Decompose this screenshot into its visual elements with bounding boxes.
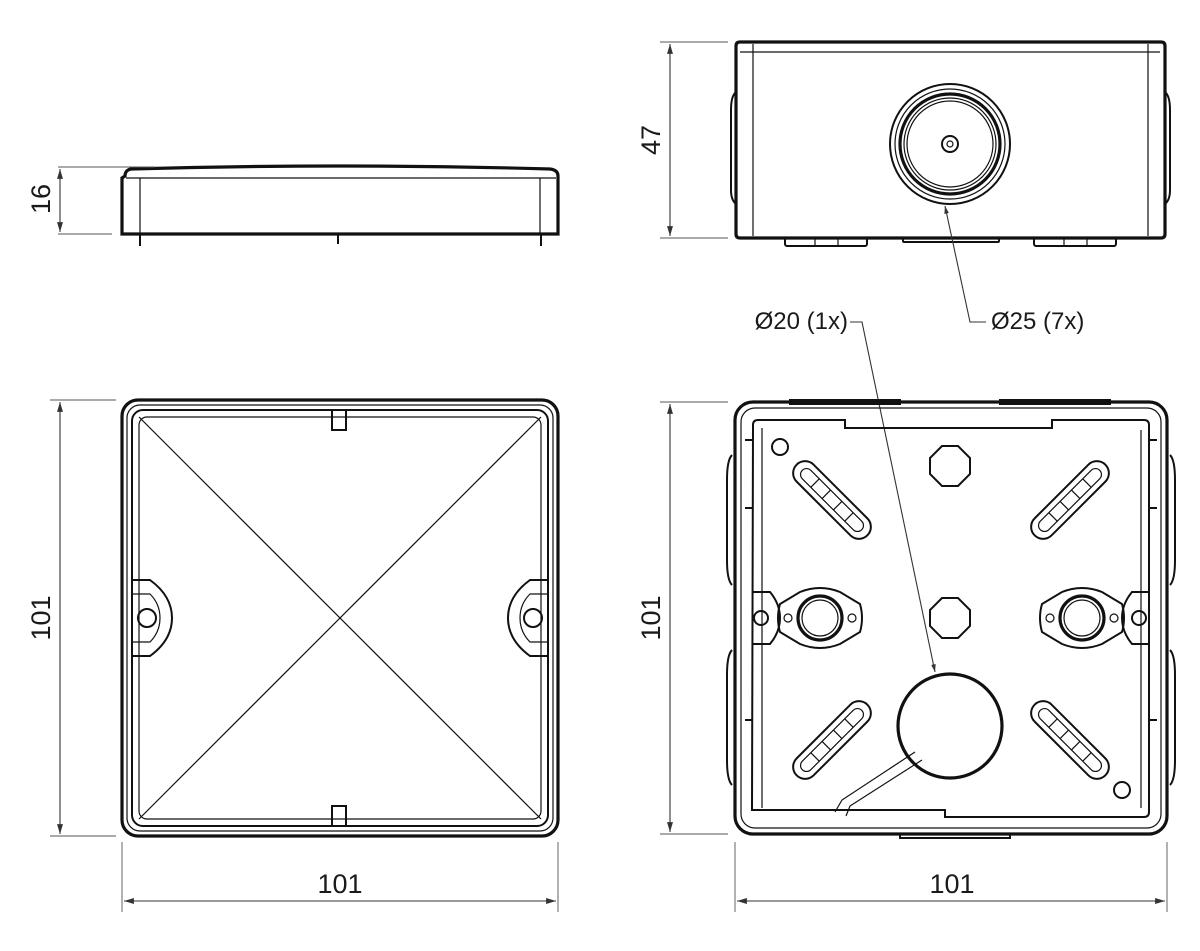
- lid-side-label: 101: [26, 595, 56, 640]
- box-side-view: 47: [636, 40, 1171, 247]
- lid-height-label: 16: [26, 184, 56, 214]
- large-hole-callout: Ø25 (7x): [991, 308, 1084, 335]
- lid-width-label: 101: [317, 869, 362, 899]
- callouts: Ø25 (7x) Ø20 (1x): [755, 205, 1084, 673]
- box-height-label: 47: [636, 125, 666, 155]
- lid-top-view: 101 101: [26, 398, 560, 912]
- lid-side-view: 16: [26, 164, 560, 246]
- box-top-view: 101 101: [636, 399, 1176, 912]
- box-width-label: 101: [929, 869, 974, 899]
- box-side-label: 101: [636, 595, 666, 640]
- small-hole-callout: Ø20 (1x): [755, 308, 848, 335]
